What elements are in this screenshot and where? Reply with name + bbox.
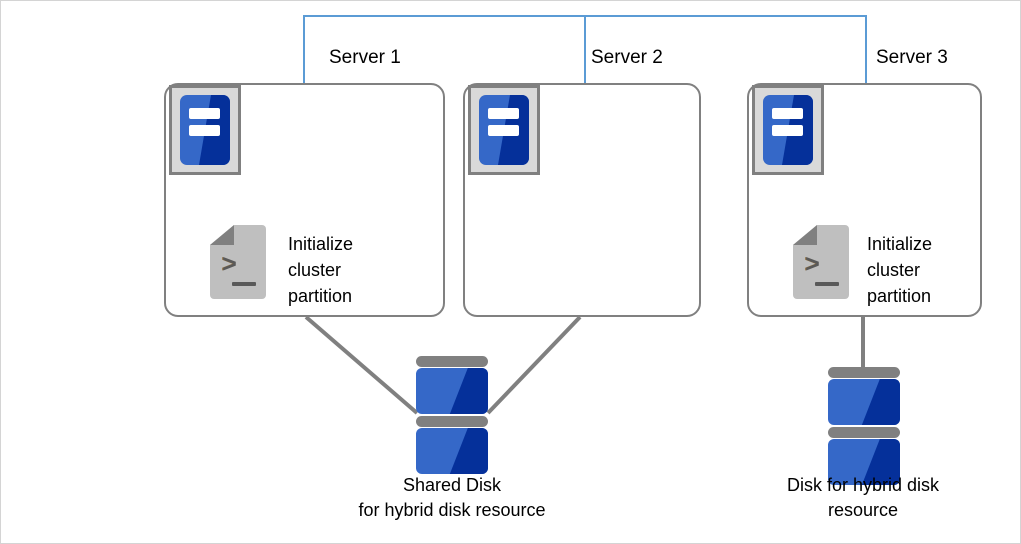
script-cursor-glyph xyxy=(815,282,839,286)
server-chip-bar-bottom xyxy=(488,125,519,137)
disk-platter-top xyxy=(828,379,900,425)
disk-platter-bottom xyxy=(828,439,900,485)
shared-disk-label: Shared Disk for hybrid disk resource xyxy=(358,475,546,520)
server-chip xyxy=(479,95,529,165)
disk-platter-shadow xyxy=(861,379,900,425)
failover-group-bracket-tick-server3 xyxy=(865,15,867,83)
server-rack-icon xyxy=(752,85,824,175)
disk-stack-icon xyxy=(416,356,488,476)
script-prompt-glyph: > xyxy=(805,251,821,280)
script-file-icon: > xyxy=(210,225,266,299)
disk-cap-top xyxy=(828,367,900,378)
script-page xyxy=(793,225,849,299)
server-chip-bar-top xyxy=(488,108,519,120)
script-file-icon: > xyxy=(793,225,849,299)
server-rack-icon xyxy=(169,85,241,175)
disk-stack-icon xyxy=(828,367,900,487)
script-page xyxy=(210,225,266,299)
script-page-fold xyxy=(793,225,817,245)
server-chip-bar-top xyxy=(189,108,220,120)
failover-group-bracket-tick-server1 xyxy=(303,15,305,83)
server-3-script-label: Initialize cluster partition xyxy=(867,234,933,306)
server-chip-bar-top xyxy=(772,108,803,120)
server-1-script-label: Initialize cluster partition xyxy=(288,234,354,306)
script-page-fold xyxy=(210,225,234,245)
script-prompt-glyph: > xyxy=(222,251,238,280)
server-chip-bar-bottom xyxy=(772,125,803,137)
server-chip xyxy=(763,95,813,165)
server-chip-bar-bottom xyxy=(189,125,220,137)
disk-cap-bottom xyxy=(416,416,488,427)
disk-cap-bottom xyxy=(828,427,900,438)
connector-server2-to-shared-disk xyxy=(486,315,582,415)
disk-platter-shadow xyxy=(449,368,488,414)
server-chip xyxy=(180,95,230,165)
script-cursor-glyph xyxy=(232,282,256,286)
disk-cap-top xyxy=(416,356,488,367)
connector-server1-to-shared-disk xyxy=(304,315,419,415)
server-2-box[interactable] xyxy=(463,83,701,317)
server-rack-icon xyxy=(468,85,540,175)
disk-platter-shadow xyxy=(449,428,488,474)
server-1-label: Server 1 xyxy=(329,47,401,68)
hybrid-disk-label: Disk for hybrid disk resource xyxy=(786,475,940,520)
disk-platter-bottom xyxy=(416,428,488,474)
disk-platter-top xyxy=(416,368,488,414)
server-3-label: Server 3 xyxy=(876,47,948,68)
server-2-label: Server 2 xyxy=(591,47,663,68)
failover-group-bracket-tick-server2 xyxy=(584,15,586,83)
